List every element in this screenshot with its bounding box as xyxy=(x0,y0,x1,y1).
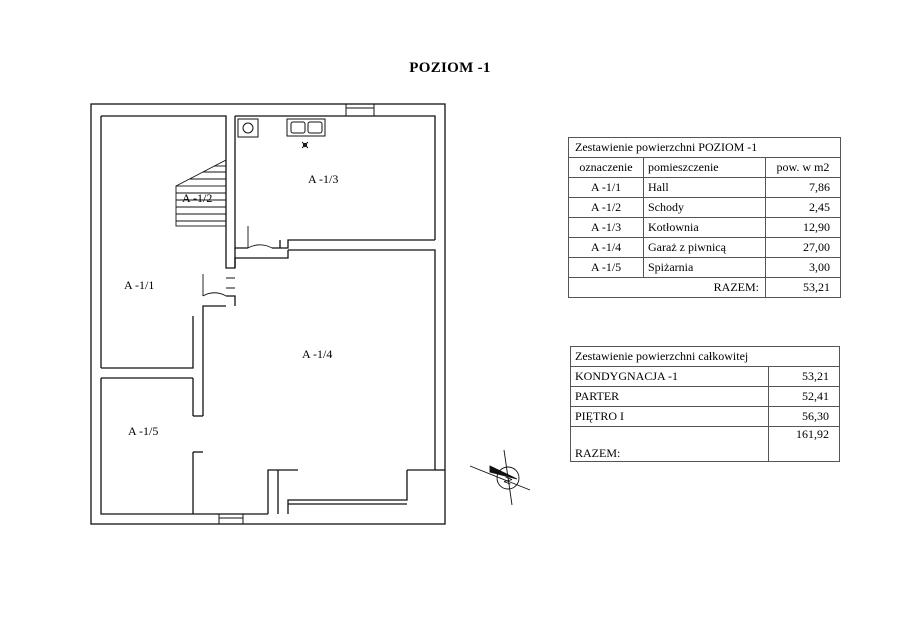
row-code: A -1/5 xyxy=(568,257,644,278)
table-header-row: oznaczenie pomieszczenie pow. w m2 xyxy=(568,157,841,178)
header-code: oznaczenie xyxy=(568,157,644,178)
area-table-level: Zestawienie powierzchni POZIOM -1 oznacz… xyxy=(568,137,841,298)
sink-icon xyxy=(286,118,326,149)
row-code: A -1/2 xyxy=(568,197,644,218)
outer-walls xyxy=(90,103,446,525)
compass-letter: N xyxy=(503,476,516,487)
row-name: PARTER xyxy=(570,386,769,407)
compass-icon: N xyxy=(469,449,531,506)
row-area: 56,30 xyxy=(768,406,840,427)
row-area: 12,90 xyxy=(765,217,841,238)
table-total-row: RAZEM: 53,21 xyxy=(568,277,841,298)
boiler-icon xyxy=(237,118,259,138)
table-row: KONDYGNACJA -1 53,21 xyxy=(570,366,840,387)
page-title: POZIOM -1 xyxy=(409,60,491,76)
room-labels: A -1/2 A -1/3 A -1/1 A -1/4 A -1/5 xyxy=(124,172,338,438)
table-row: A -1/4 Garaż z piwnicą 27,00 xyxy=(568,237,841,258)
row-name: Spiżarnia xyxy=(643,257,766,278)
area-table-total: Zestawienie powierzchni całkowitej KONDY… xyxy=(570,346,840,462)
table-row: A -1/2 Schody 2,45 xyxy=(568,197,841,218)
total-label: RAZEM: xyxy=(568,277,766,298)
total-value: 53,21 xyxy=(765,277,841,298)
doors xyxy=(202,226,273,297)
room-label-pantry: A -1/5 xyxy=(128,424,158,438)
row-name: Garaż z piwnicą xyxy=(643,237,766,258)
row-area: 3,00 xyxy=(765,257,841,278)
row-name: Hall xyxy=(643,177,766,198)
row-name: Schody xyxy=(643,197,766,218)
table-row: A -1/1 Hall 7,86 xyxy=(568,177,841,198)
total-label: RAZEM: xyxy=(570,426,769,462)
floor-plan: A -1/2 A -1/3 A -1/1 A -1/4 A -1/5 N xyxy=(90,103,531,525)
total-value: 161,92 xyxy=(768,426,840,462)
row-area: 52,41 xyxy=(768,386,840,407)
row-area: 7,86 xyxy=(765,177,841,198)
room-label-garage: A -1/4 xyxy=(302,347,332,361)
row-area: 2,45 xyxy=(765,197,841,218)
row-name: PIĘTRO I xyxy=(570,406,769,427)
row-area: 53,21 xyxy=(768,366,840,387)
table-row: A -1/5 Spiżarnia 3,00 xyxy=(568,257,841,278)
row-code: A -1/1 xyxy=(568,177,644,198)
room-label-boiler: A -1/3 xyxy=(308,172,338,186)
row-name: KONDYGNACJA -1 xyxy=(570,366,769,387)
table-row: PIĘTRO I 56,30 xyxy=(570,406,840,427)
row-code: A -1/4 xyxy=(568,237,644,258)
table-total-row: RAZEM: 161,92 xyxy=(570,426,840,462)
table1-caption: Zestawienie powierzchni POZIOM -1 xyxy=(568,137,841,158)
row-area: 27,00 xyxy=(765,237,841,258)
table-row: A -1/3 Kotłownia 12,90 xyxy=(568,217,841,238)
room-label-stairs: A -1/2 xyxy=(182,191,212,205)
wall-details xyxy=(218,103,375,525)
header-area: pow. w m2 xyxy=(765,157,841,178)
stairs xyxy=(175,159,227,227)
table-row: PARTER 52,41 xyxy=(570,386,840,407)
row-name: Kotłownia xyxy=(643,217,766,238)
room-label-hall: A -1/1 xyxy=(124,278,154,292)
table2-caption: Zestawienie powierzchni całkowitej xyxy=(570,346,840,367)
header-name: pomieszczenie xyxy=(643,157,766,178)
row-code: A -1/3 xyxy=(568,217,644,238)
